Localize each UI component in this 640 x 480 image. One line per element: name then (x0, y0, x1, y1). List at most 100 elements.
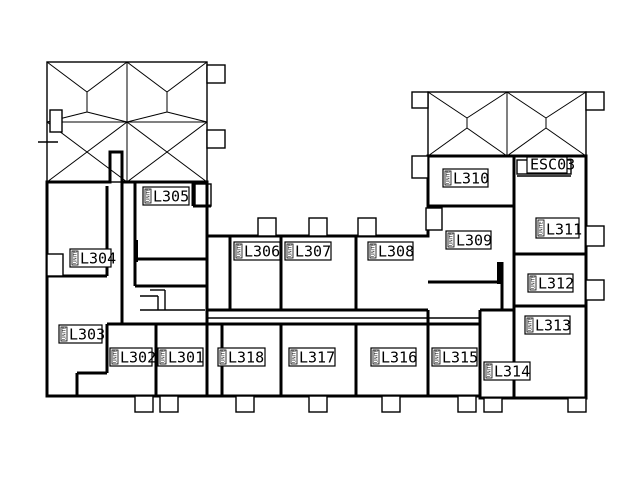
unit-label-box (288, 347, 336, 367)
unit-prefix: UNITE (531, 275, 537, 289)
unit-prefix-box (485, 363, 493, 379)
unit-label-text: L313 (535, 317, 571, 335)
unit-prefix-box (219, 349, 227, 365)
unit-prefix: UNITE (449, 232, 455, 246)
unit-label-text: L308 (378, 243, 414, 261)
unit-label-box (367, 241, 414, 261)
unit-prefix-box (529, 275, 537, 291)
unit-prefix: UNITE (539, 221, 545, 235)
unit-label-text: L314 (494, 363, 530, 381)
unit-label-box (109, 347, 153, 367)
unit-label-text: L306 (244, 243, 280, 261)
unit-prefix: UNITE (371, 243, 377, 257)
unit-prefix-box (60, 326, 68, 342)
unit-label-text: L312 (538, 275, 574, 293)
unit-prefix: UNITE (146, 188, 152, 202)
unit-prefix-box (447, 232, 455, 248)
unit-prefix: UNITE (446, 170, 452, 184)
unit-label-text: L311 (546, 221, 582, 239)
unit-label-box (370, 347, 417, 367)
unit-label-box (431, 347, 478, 367)
unit-prefix-box (369, 243, 377, 259)
unit-prefix-box (526, 317, 534, 333)
unit-label-text: ESC03 (530, 156, 575, 174)
unit-label-text: L317 (299, 349, 335, 367)
unit-prefix-box (235, 243, 243, 259)
unit-prefix: UNITE (292, 349, 298, 363)
unit-label-box (233, 241, 281, 261)
skylight-right (411, 91, 605, 157)
unit-prefix-box (159, 349, 167, 365)
unit-prefix: UNITE (237, 243, 243, 257)
unit-label-box (535, 217, 580, 239)
unit-label-box (217, 347, 266, 367)
door-marks (134, 240, 501, 284)
unit-label-text: L304 (80, 250, 116, 268)
unit-prefix-box (71, 250, 79, 266)
unit-label-text: L301 (168, 349, 204, 367)
unit-label-box (157, 347, 204, 367)
unit-prefix: UNITE (221, 349, 227, 363)
unit-prefix: UNITE (62, 326, 68, 340)
unit-label-box (284, 241, 332, 261)
unit-label-box (142, 186, 190, 206)
unit-label-box (442, 168, 489, 188)
unit-label-box (445, 230, 492, 250)
unit-prefix-box (537, 219, 545, 237)
unit-prefix: UNITE (487, 363, 493, 377)
unit-prefix: UNITE (374, 349, 380, 363)
unit-prefix: UNITE (161, 349, 167, 363)
unit-label-text: L309 (456, 232, 492, 250)
unit-prefix-box (444, 170, 452, 186)
unit-label-esc03: ESC03 (526, 156, 575, 174)
unit-label-text: L303 (69, 326, 105, 344)
unit-label-text: L318 (228, 349, 264, 367)
exterior-columns (134, 217, 605, 413)
unit-prefix-box (290, 349, 298, 365)
unit-label-text: L310 (453, 170, 489, 188)
unit-label-box (69, 248, 112, 268)
unit-label-text: L307 (295, 243, 331, 261)
unit-label-box (58, 324, 103, 344)
unit-prefix-box (286, 243, 294, 259)
unit-label-box (483, 361, 531, 381)
unit-label-box (527, 273, 574, 293)
unit-prefix-box (433, 349, 441, 365)
unit-prefix: UNITE (528, 317, 534, 331)
unit-prefix-box (372, 349, 380, 365)
unit-prefix: UNITE (435, 349, 441, 363)
unit-label-text: L315 (442, 349, 478, 367)
unit-prefix-box (144, 188, 152, 204)
skylight-left (38, 61, 226, 183)
building-walls (45, 150, 588, 400)
unit-label-text: L305 (153, 188, 189, 206)
unit-prefix: UNITE (73, 250, 79, 264)
unit-label-text: L302 (120, 349, 156, 367)
unit-label-box (526, 156, 568, 174)
unit-prefix: UNITE (288, 243, 294, 257)
unit-label-box (524, 315, 571, 335)
unit-label-text: L316 (381, 349, 417, 367)
unit-prefix: UNITE (113, 349, 119, 363)
unit-prefix-box (111, 349, 119, 365)
